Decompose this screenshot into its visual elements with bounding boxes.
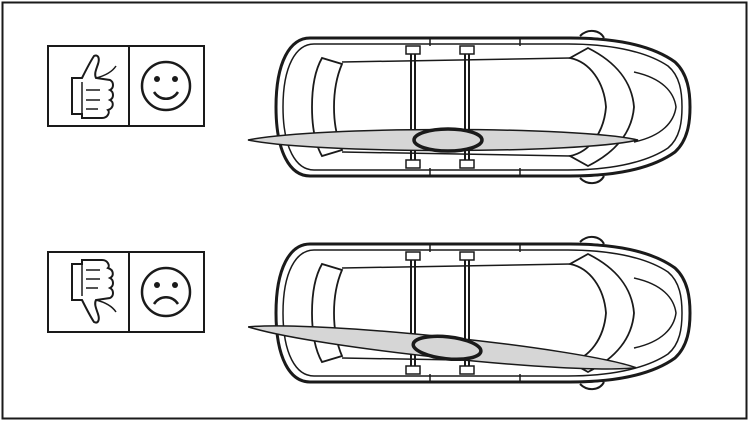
- car-top-view-correct: [274, 29, 692, 185]
- panel-incorrect: [47, 235, 692, 391]
- panel-correct: [47, 29, 692, 185]
- smiley-face-icon: [140, 60, 192, 112]
- sad-face-icon: [140, 266, 192, 318]
